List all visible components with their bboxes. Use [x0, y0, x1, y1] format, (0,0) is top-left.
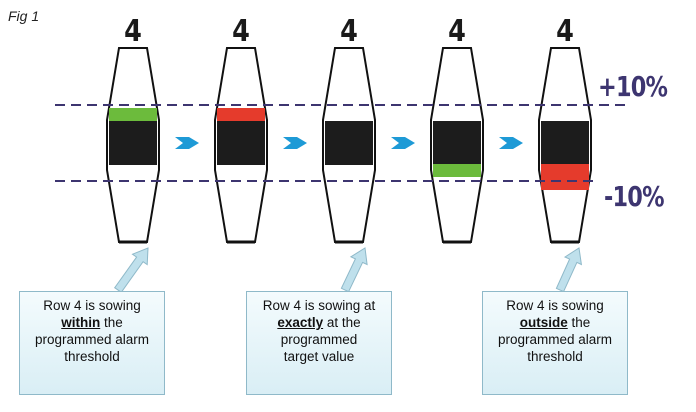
callout-exactly-line3: programmed	[280, 332, 358, 347]
callout-within-line3: programmed alarm	[34, 332, 150, 347]
lower-threshold-label: -10%	[604, 180, 665, 213]
callout-pointer-3	[555, 247, 583, 293]
callout-within-after: the	[100, 315, 123, 330]
callout-outside-line3: programmed alarm	[497, 332, 613, 347]
callout-outside-emphasis: outside	[519, 315, 568, 330]
flow-arrow-3	[391, 137, 415, 149]
callout-within-line4: threshold	[64, 349, 120, 364]
sensor-core-3	[325, 121, 373, 165]
flow-arrow-2	[283, 137, 307, 149]
indicator-band-2	[217, 108, 265, 121]
callout-exactly-after: at the	[323, 315, 361, 330]
upper-threshold-label: +10%	[598, 70, 668, 103]
flow-arrow-1	[175, 137, 199, 149]
sensor-core-2	[217, 121, 265, 165]
sensor-core-1	[109, 121, 157, 165]
indicator-band-5	[541, 164, 589, 190]
callout-pointer-2	[340, 247, 368, 293]
callout-outside-after: the	[567, 315, 591, 330]
callout-outside: Row 4 is sowing outside the programmed a…	[482, 291, 628, 395]
sensor-core-4	[433, 121, 481, 165]
callout-pointer-1	[113, 247, 149, 293]
row-number-1: 4	[124, 14, 142, 49]
sensor-core-5	[541, 121, 589, 165]
figure-label: Fig 1	[8, 8, 40, 24]
row-number-2: 4	[232, 14, 250, 49]
callout-exactly: Row 4 is sowing at exactly at the progra…	[246, 291, 392, 395]
callout-within: Row 4 is sowing within the programmed al…	[19, 291, 165, 395]
callout-outside-line1: Row 4 is sowing	[506, 298, 604, 313]
indicator-band-4	[433, 164, 481, 177]
callout-within-emphasis: within	[61, 315, 101, 330]
row-number-3: 4	[340, 14, 358, 49]
flow-arrow-4	[499, 137, 523, 149]
row-number-5: 4	[556, 14, 574, 49]
callout-within-line1: Row 4 is sowing	[43, 298, 141, 313]
indicator-band-1	[109, 108, 157, 121]
callout-exactly-emphasis: exactly	[277, 315, 324, 330]
row-number-4: 4	[448, 14, 466, 49]
callout-exactly-line4: target value	[283, 349, 355, 364]
callout-exactly-line1: Row 4 is sowing at	[262, 298, 376, 313]
callout-outside-line4: threshold	[527, 349, 583, 364]
